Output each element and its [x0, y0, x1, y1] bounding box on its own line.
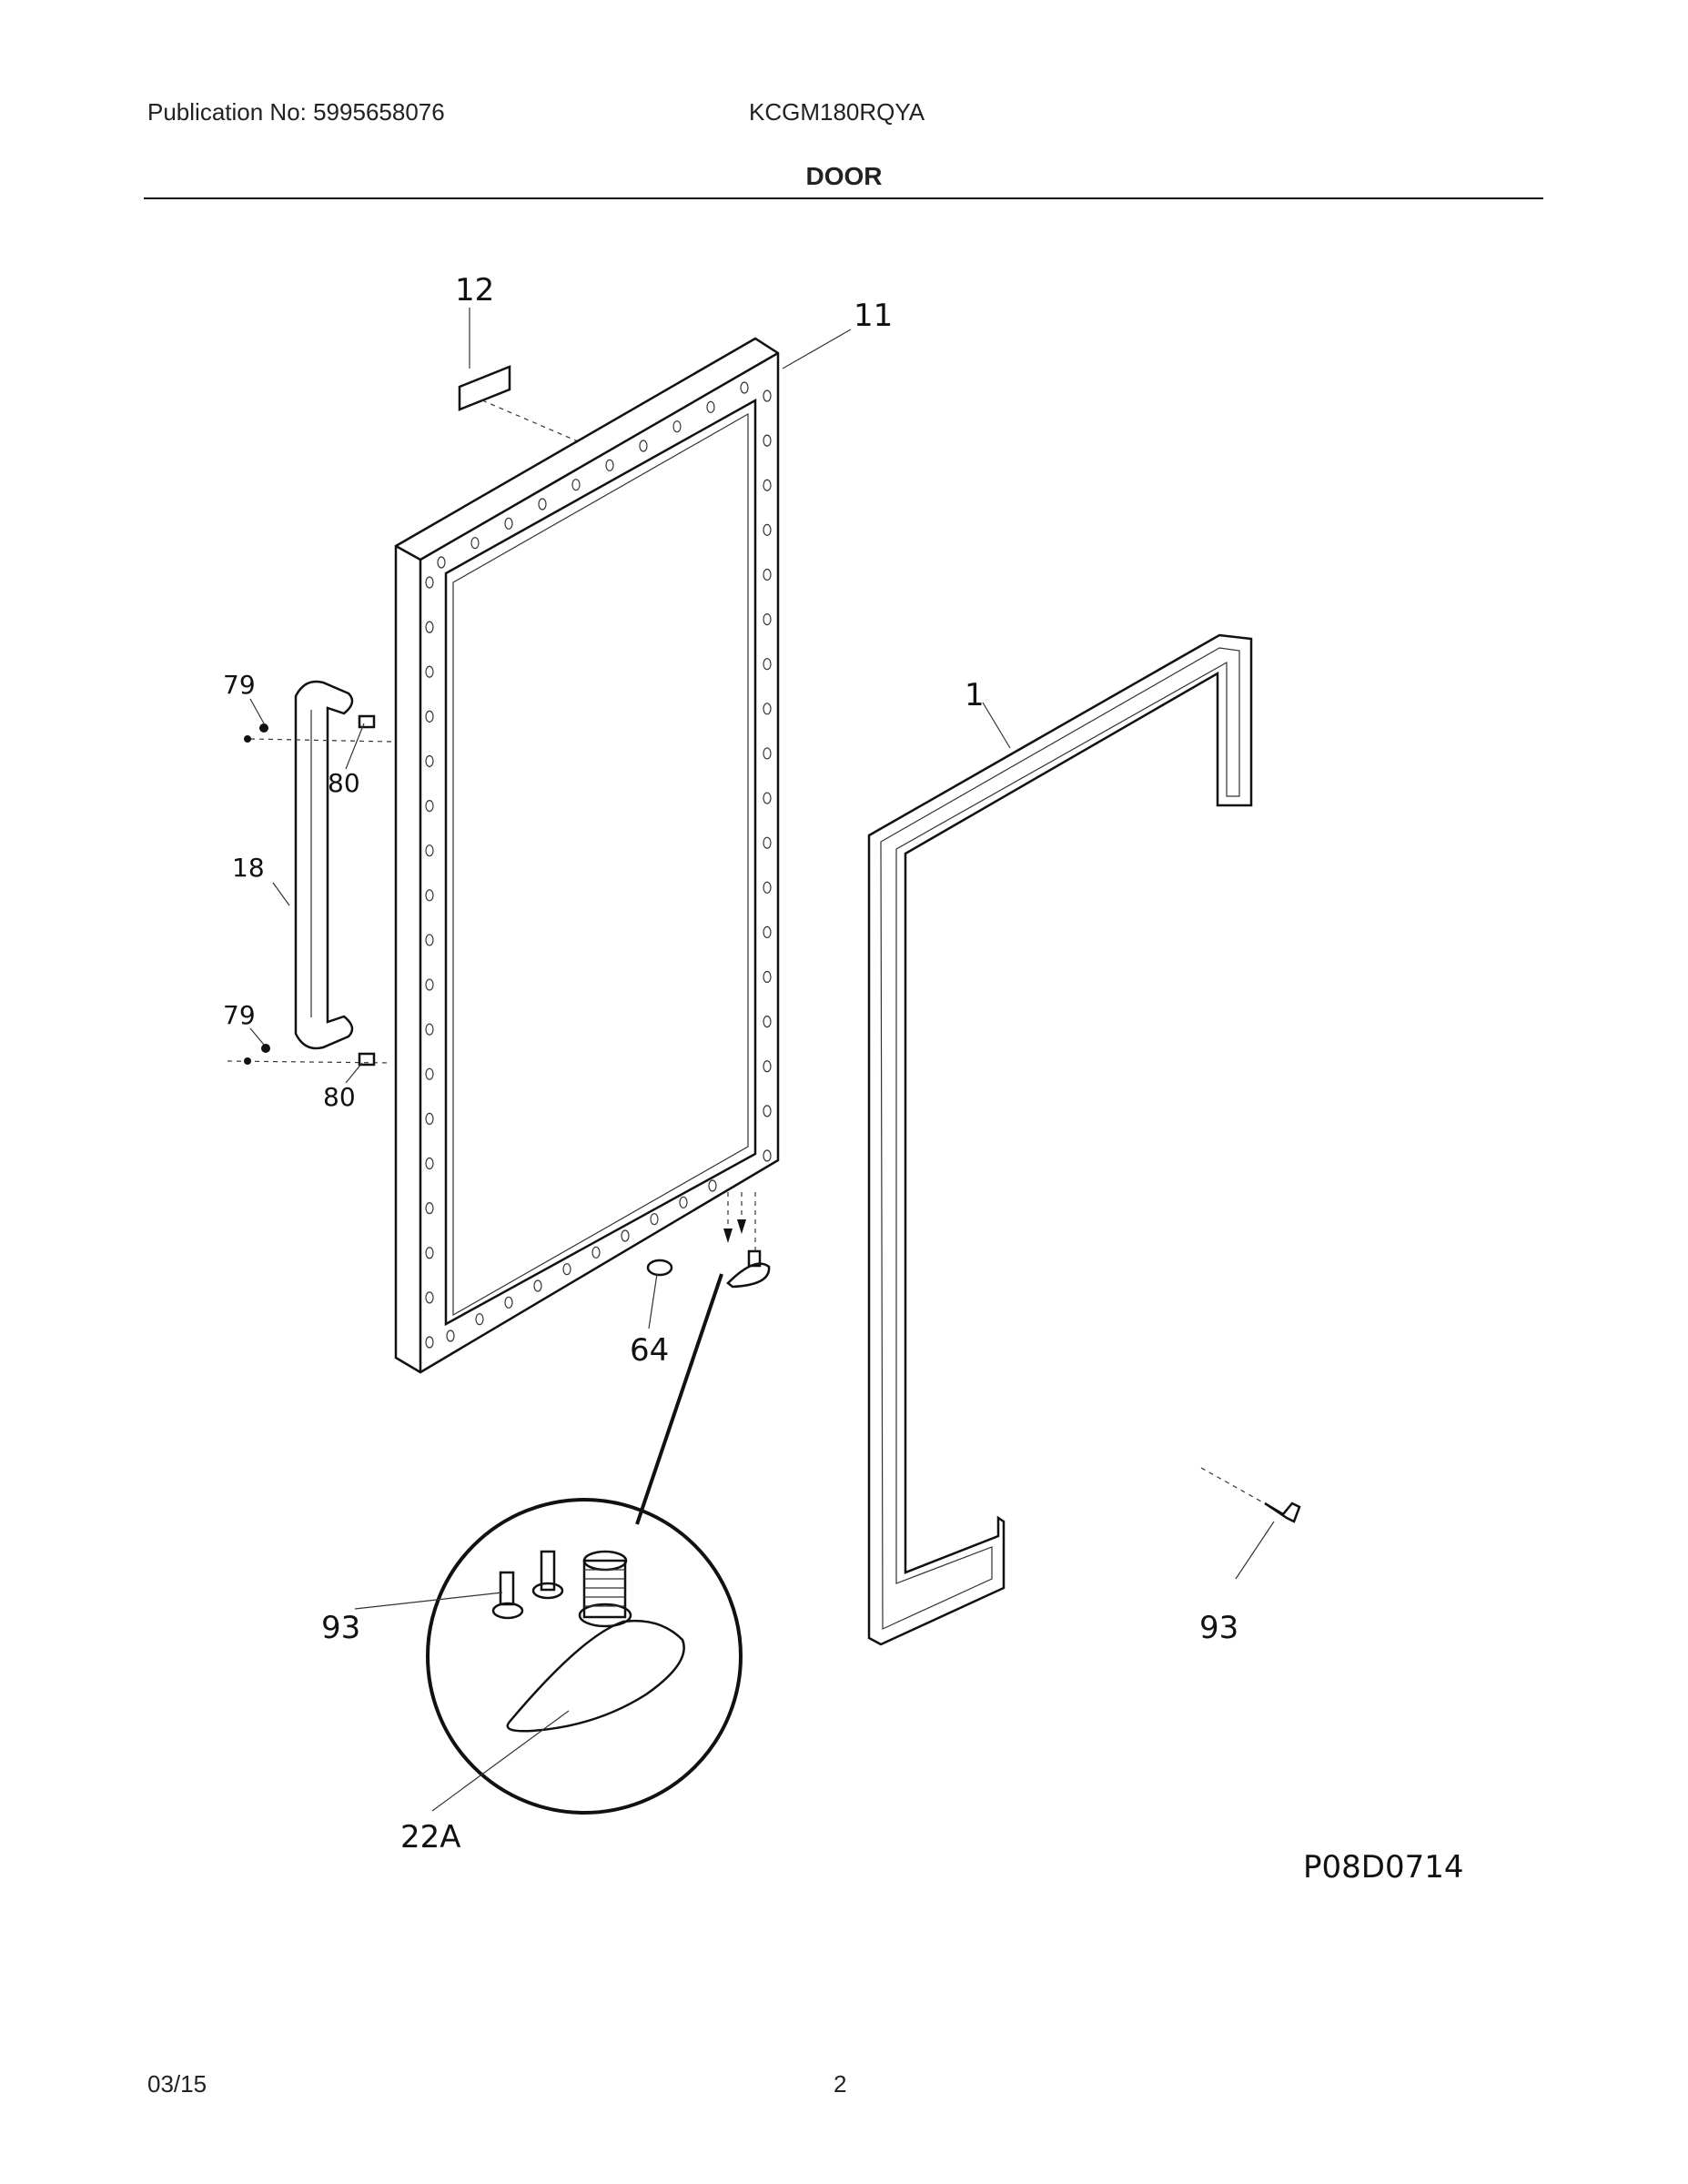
screw-hole [679, 1196, 688, 1208]
screw-hole [621, 1229, 630, 1242]
diagram-reference-code: P08D0714 [1303, 1849, 1463, 1886]
part-93-screw [1200, 1467, 1301, 1523]
screw-hole [763, 881, 772, 894]
screw-hole [708, 1179, 717, 1192]
screw-hole [562, 1263, 571, 1276]
screw-hole [425, 1067, 434, 1080]
screw-hole [538, 498, 547, 511]
screw-hole [763, 523, 772, 536]
screw-hole [672, 420, 682, 433]
screw-hole [425, 799, 434, 813]
screw-hole [763, 568, 772, 581]
screw-hole [763, 1105, 772, 1117]
screw-hole [425, 889, 434, 902]
page-title: DOOR [805, 162, 883, 190]
part-11-door-panel [394, 337, 780, 1374]
header-divider [144, 197, 1543, 199]
screw-hole [446, 1330, 455, 1342]
screw-hole [763, 1016, 772, 1028]
screw-hole [425, 844, 434, 857]
screw-hole [425, 621, 434, 633]
screw-hole [470, 537, 480, 550]
screw-hole [591, 1246, 601, 1259]
screw-hole [425, 978, 434, 991]
label-part-64: 64 [630, 1332, 669, 1369]
page-number: 2 [834, 2070, 847, 2098]
label-part-18: 18 [232, 853, 265, 883]
part-64-plug [646, 1259, 673, 1277]
screw-hole [571, 479, 581, 491]
screw-hole [425, 934, 434, 946]
screw-hole [763, 658, 772, 671]
screw-hole [763, 970, 772, 984]
label-part-79-top: 79 [223, 670, 256, 700]
hinge-bushing [726, 1262, 771, 1289]
screw-hole [763, 1149, 772, 1162]
model-number: KCGM180RQYA [749, 98, 925, 126]
part-12-label-plate [458, 365, 579, 442]
detail-circle-hinge [426, 1273, 743, 1815]
screw-hole [504, 517, 513, 530]
label-part-93: 93 [1199, 1610, 1238, 1646]
screw-hole [425, 1112, 434, 1126]
screw-hole [763, 389, 772, 402]
screw-hole [533, 1279, 542, 1292]
screw-hole [763, 1060, 772, 1073]
screw-hole [763, 434, 772, 447]
screw-hole [475, 1313, 484, 1326]
screw-hole [639, 440, 648, 452]
screw-hole [425, 1247, 434, 1259]
door-screw-holes [425, 381, 772, 1349]
screw-hole [763, 836, 772, 849]
screw-hole [740, 381, 749, 394]
screw-hole [650, 1213, 659, 1226]
screw-hole [504, 1296, 513, 1309]
screw-hole [763, 612, 772, 626]
screw-hole [763, 479, 772, 491]
leader-lines [249, 308, 1275, 1812]
screw-hole [425, 1157, 434, 1170]
footer-date: 03/15 [147, 2070, 207, 2098]
screw-hole [763, 792, 772, 804]
screw-hole [763, 747, 772, 760]
label-part-80-top: 80 [328, 768, 360, 798]
screw-hole [425, 1336, 434, 1349]
label-part-93-detail: 93 [321, 1610, 360, 1646]
part-1-door-gasket [867, 633, 1253, 1646]
label-part-80-bottom: 80 [323, 1082, 356, 1112]
screw-hole [437, 556, 446, 569]
screw-hole [605, 459, 614, 471]
label-part-79-bottom: 79 [223, 1000, 256, 1030]
part-18-handle [227, 680, 392, 1067]
screw-hole [763, 925, 772, 939]
screw-hole [425, 710, 434, 723]
screw-hole [425, 754, 434, 768]
screw-hole [425, 576, 434, 589]
label-part-12: 12 [455, 272, 494, 308]
screw-hole [425, 1202, 434, 1215]
label-part-22a: 22A [400, 1819, 461, 1855]
screw-hole [425, 665, 434, 678]
label-part-1: 1 [965, 677, 985, 713]
publication-number: Publication No: 5995658076 [147, 98, 445, 126]
label-part-11: 11 [854, 298, 893, 334]
screw-hole [763, 703, 772, 715]
screw-hole [706, 400, 715, 413]
screw-hole [425, 1023, 434, 1036]
screw-hole [425, 1291, 434, 1304]
